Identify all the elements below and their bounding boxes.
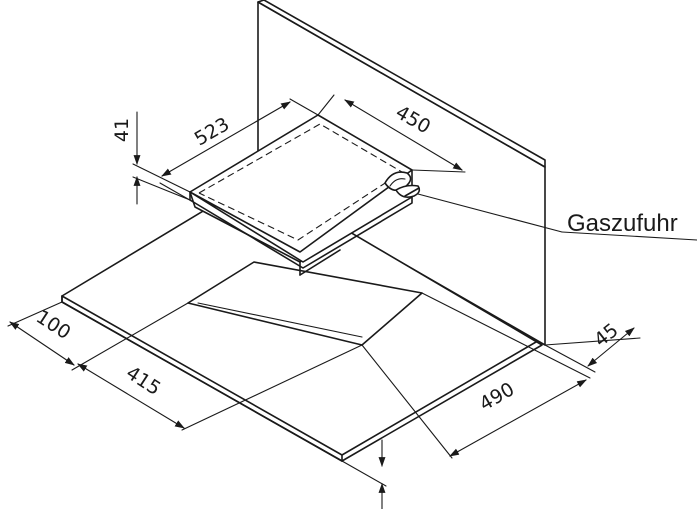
dim-slab-thickness <box>341 439 387 509</box>
gas-inlet-fitting <box>384 171 421 198</box>
svg-text:490: 490 <box>476 378 518 415</box>
gas-inlet-leader <box>417 193 563 233</box>
gas-inlet-label: Gaszufuhr <box>567 210 678 237</box>
svg-text:41: 41 <box>111 118 133 142</box>
dim-wall-clearance: 45 <box>544 319 641 373</box>
label-underline <box>561 231 697 241</box>
dim-hob-height: 41 <box>111 111 191 205</box>
svg-text:100: 100 <box>32 306 74 344</box>
svg-text:523: 523 <box>191 113 233 150</box>
svg-text:45: 45 <box>590 319 623 351</box>
